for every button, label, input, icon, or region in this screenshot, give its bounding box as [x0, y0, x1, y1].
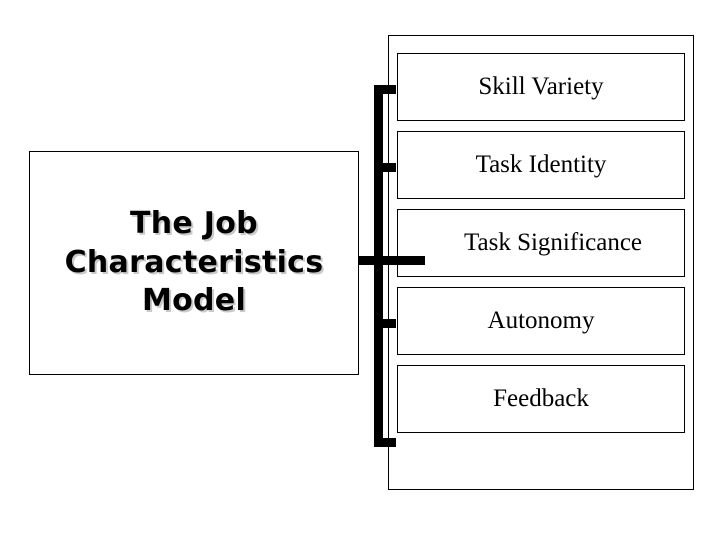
connector-stub-autonomy: [374, 319, 396, 328]
connector-stub-feedback: [374, 438, 396, 447]
connector-spine: [374, 85, 383, 447]
root-title-line-1: The Job: [130, 206, 258, 242]
branch-node-task-identity: Task Identity: [397, 131, 685, 199]
connector-stub-skill-variety: [374, 85, 396, 94]
branch-label: Autonomy: [487, 307, 595, 334]
connector-stub-task-significance: [359, 256, 425, 265]
branch-node-task-significance: Task Significance: [397, 209, 685, 277]
branch-label: Task Identity: [475, 151, 607, 178]
root-title-line-3: Model: [141, 283, 247, 319]
branch-node-autonomy: Autonomy: [397, 287, 685, 355]
branch-node-skill-variety: Skill Variety: [397, 53, 685, 121]
root-title-line-2: Characteristics: [64, 244, 324, 280]
branch-label: Task Significance: [463, 229, 643, 256]
branch-label: Feedback: [493, 385, 589, 412]
root-node-box: The Job Characteristics Model: [29, 151, 359, 375]
root-node-title: The Job Characteristics Model: [57, 205, 332, 320]
branch-node-feedback: Feedback: [397, 365, 685, 433]
branch-label: Skill Variety: [478, 73, 604, 100]
connector-stub-task-identity: [374, 163, 396, 172]
